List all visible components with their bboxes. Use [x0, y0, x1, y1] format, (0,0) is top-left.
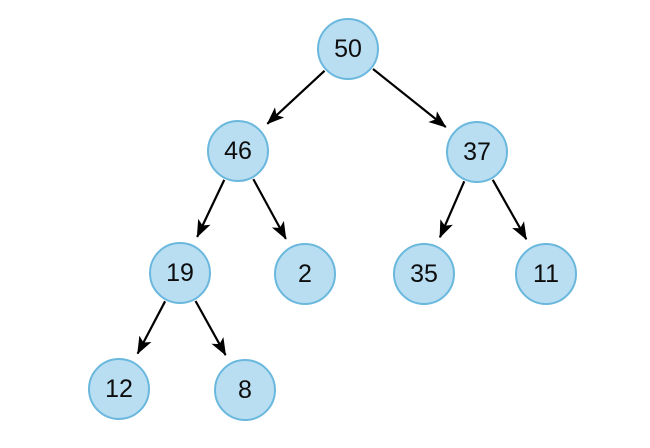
- tree-edge-50-to-46: [266, 69, 326, 125]
- tree-node-label: 37: [463, 137, 491, 166]
- tree-node-11[interactable]: 11: [515, 243, 577, 305]
- tree-edge-37-to-11: [491, 179, 528, 240]
- tree-node-label: 19: [166, 258, 194, 287]
- tree-node-12[interactable]: 12: [88, 358, 150, 420]
- tree-edges: [136, 68, 528, 356]
- tree-node-46[interactable]: 46: [207, 120, 269, 182]
- tree-node-label: 2: [298, 259, 312, 288]
- tree-edge-46-to-19: [196, 179, 226, 238]
- tree-edge-46-to-2: [252, 178, 287, 240]
- tree-edge-37-to-35: [438, 180, 466, 239]
- tree-edge-50-to-37: [372, 68, 447, 128]
- tree-node-label: 8: [238, 375, 252, 404]
- tree-edge-19-to-12: [136, 300, 167, 355]
- tree-node-35[interactable]: 35: [393, 243, 455, 305]
- tree-node-label: 46: [224, 136, 252, 165]
- tree-node-label: 12: [105, 374, 133, 403]
- tree-node-19[interactable]: 19: [149, 242, 211, 304]
- tree-node-8[interactable]: 8: [214, 359, 276, 421]
- tree-node-37[interactable]: 37: [446, 121, 508, 183]
- tree-node-label: 50: [334, 34, 362, 63]
- tree-edge-19-to-8: [194, 300, 227, 356]
- tree-node-label: 11: [533, 259, 559, 288]
- tree-node-label: 35: [410, 259, 438, 288]
- tree-node-50[interactable]: 50: [317, 18, 379, 80]
- tree-node-2[interactable]: 2: [274, 243, 336, 305]
